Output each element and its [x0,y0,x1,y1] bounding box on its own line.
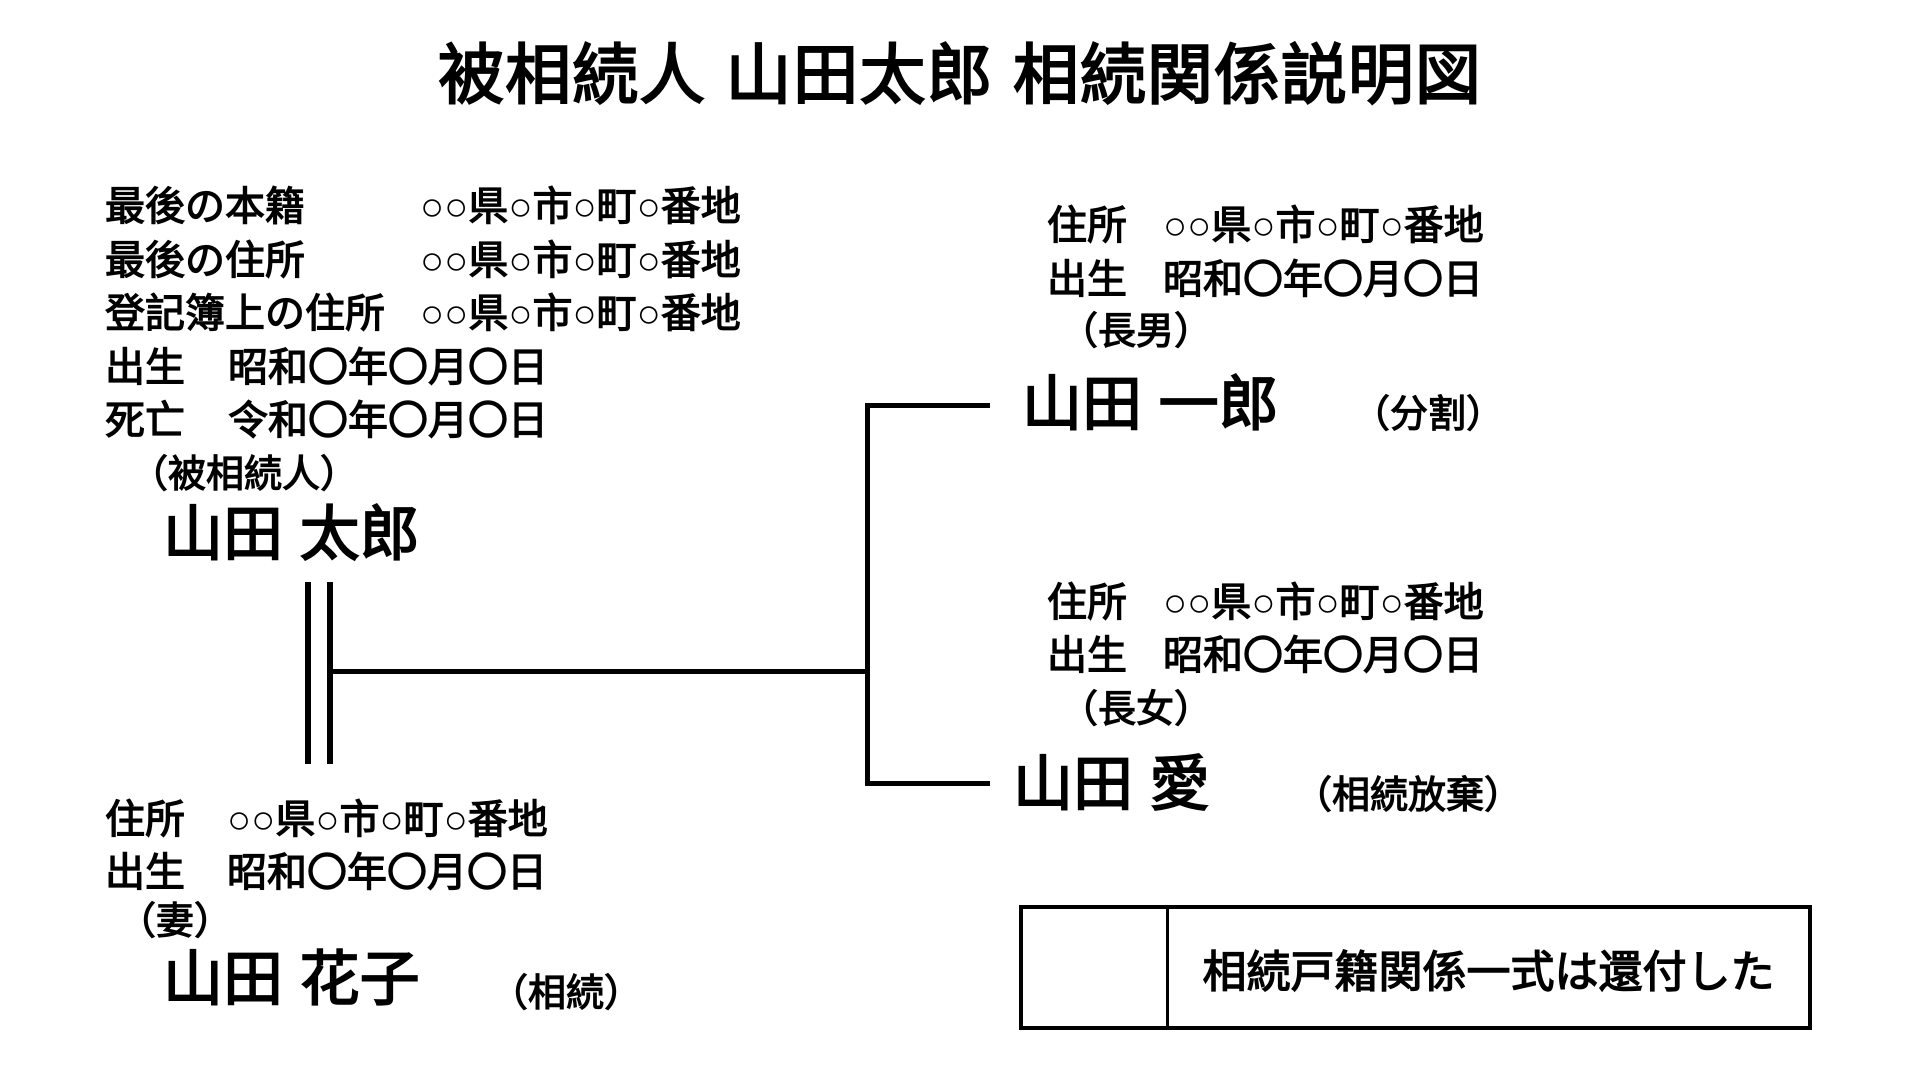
stamp-cell [1023,909,1169,1026]
info-value: ○○県○市○町○番地 [1163,581,1484,625]
info-label: 出生 [105,851,185,895]
info-value: ○○県○市○町○番地 [420,292,741,336]
status-label: （相続） [490,973,643,1015]
info-value: 令和〇年〇月〇日 [228,399,548,443]
role-label: （妻） [118,901,233,943]
marriage-double-line-right [327,582,333,764]
person-name: 山田 愛 [1013,751,1210,818]
info-label: 登記簿上の住所 [105,292,385,336]
marriage-horizontal-line [331,669,868,674]
info-value: 昭和〇年〇月〇日 [1163,258,1483,302]
person-name: 山田 一郎 [1022,371,1279,438]
info-value: 昭和〇年〇月〇日 [228,346,548,390]
children-trunk-line [865,403,870,786]
person-name: 山田 太郎 [163,501,420,568]
info-value: ○○県○市○町○番地 [1163,204,1484,248]
role-label: （長男） [1060,311,1213,353]
status-label: （相続放棄） [1294,775,1523,817]
status-label: （分割） [1352,394,1505,436]
return-note-text: 相続戸籍関係一式は還付した [1202,947,1775,997]
role-label: （長女） [1060,689,1213,731]
info-value: ○○県○市○町○番地 [420,185,741,229]
person-name: 山田 花子 [163,946,420,1013]
marriage-double-line-left [305,582,311,764]
info-value: ○○県○市○町○番地 [227,798,548,842]
info-label: 死亡 [105,399,185,443]
document-return-note-box: 相続戸籍関係一式は還付した [1019,905,1812,1030]
info-label: 最後の住所 [105,239,305,283]
page-title: 被相続人 山田太郎 相続関係説明図 [438,38,1482,112]
branch-line-son [865,403,990,408]
info-label: 最後の本籍 [105,185,305,229]
info-label: 住所 [105,798,185,842]
info-value: ○○県○市○町○番地 [420,239,741,283]
info-label: 出生 [105,346,185,390]
role-label: （被相続人） [130,454,359,496]
branch-line-daughter [865,781,990,786]
info-label: 出生 [1047,258,1127,302]
info-label: 住所 [1047,204,1127,248]
info-label: 出生 [1047,634,1127,678]
info-label: 住所 [1047,581,1127,625]
info-value: 昭和〇年〇月〇日 [227,851,547,895]
info-value: 昭和〇年〇月〇日 [1163,634,1483,678]
